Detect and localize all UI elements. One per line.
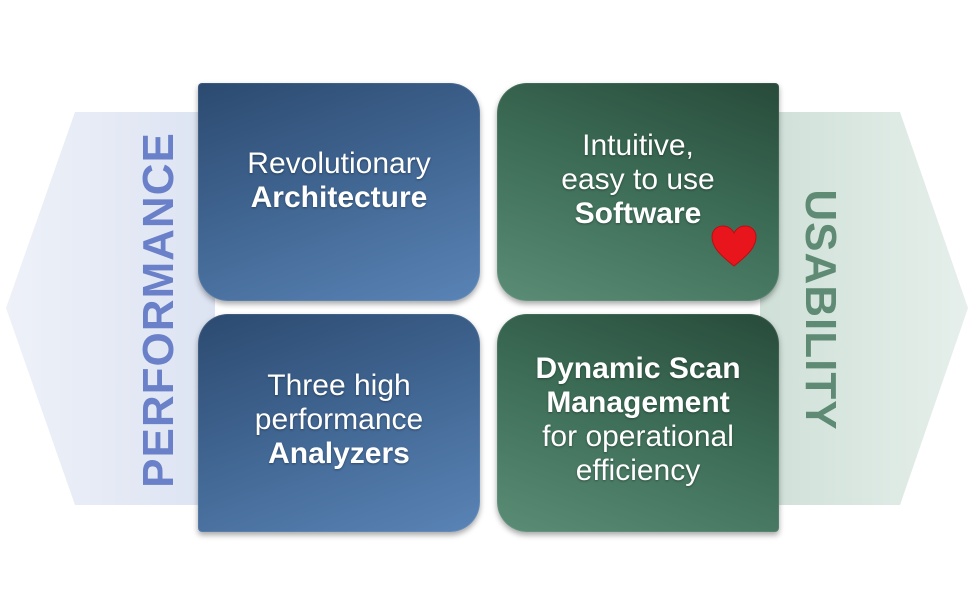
tile-line-bold: Dynamic Scan — [535, 352, 741, 385]
tile-line: performance — [254, 403, 424, 436]
tile-dynamic-scan-management: Dynamic Scan Management for operational … — [497, 314, 779, 532]
tile-intuitive-software: Intuitive, easy to use Software — [497, 83, 779, 301]
heart-icon — [711, 225, 757, 267]
tile-line-bold: Architecture — [250, 181, 428, 214]
tile-line-bold: Analyzers — [268, 437, 410, 470]
usability-arrow — [760, 112, 968, 505]
tile-line: Intuitive, — [582, 129, 694, 162]
tile-line: efficiency — [575, 454, 701, 487]
tile-line: for operational — [542, 420, 734, 453]
performance-label: PERFORMANCE — [134, 132, 183, 488]
tile-line: Three high — [267, 369, 411, 402]
tile-line: Revolutionary — [247, 147, 431, 180]
tile-revolutionary-architecture: Revolutionary Architecture — [198, 83, 480, 301]
tile-line-bold: Software — [574, 197, 702, 230]
tile-line-bold: Management — [546, 386, 730, 419]
tile-line: easy to use — [561, 163, 715, 196]
usability-label: USABILITY — [796, 189, 845, 431]
performance-arrow — [6, 112, 215, 505]
tile-three-analyzers: Three high performance Analyzers — [198, 314, 480, 532]
